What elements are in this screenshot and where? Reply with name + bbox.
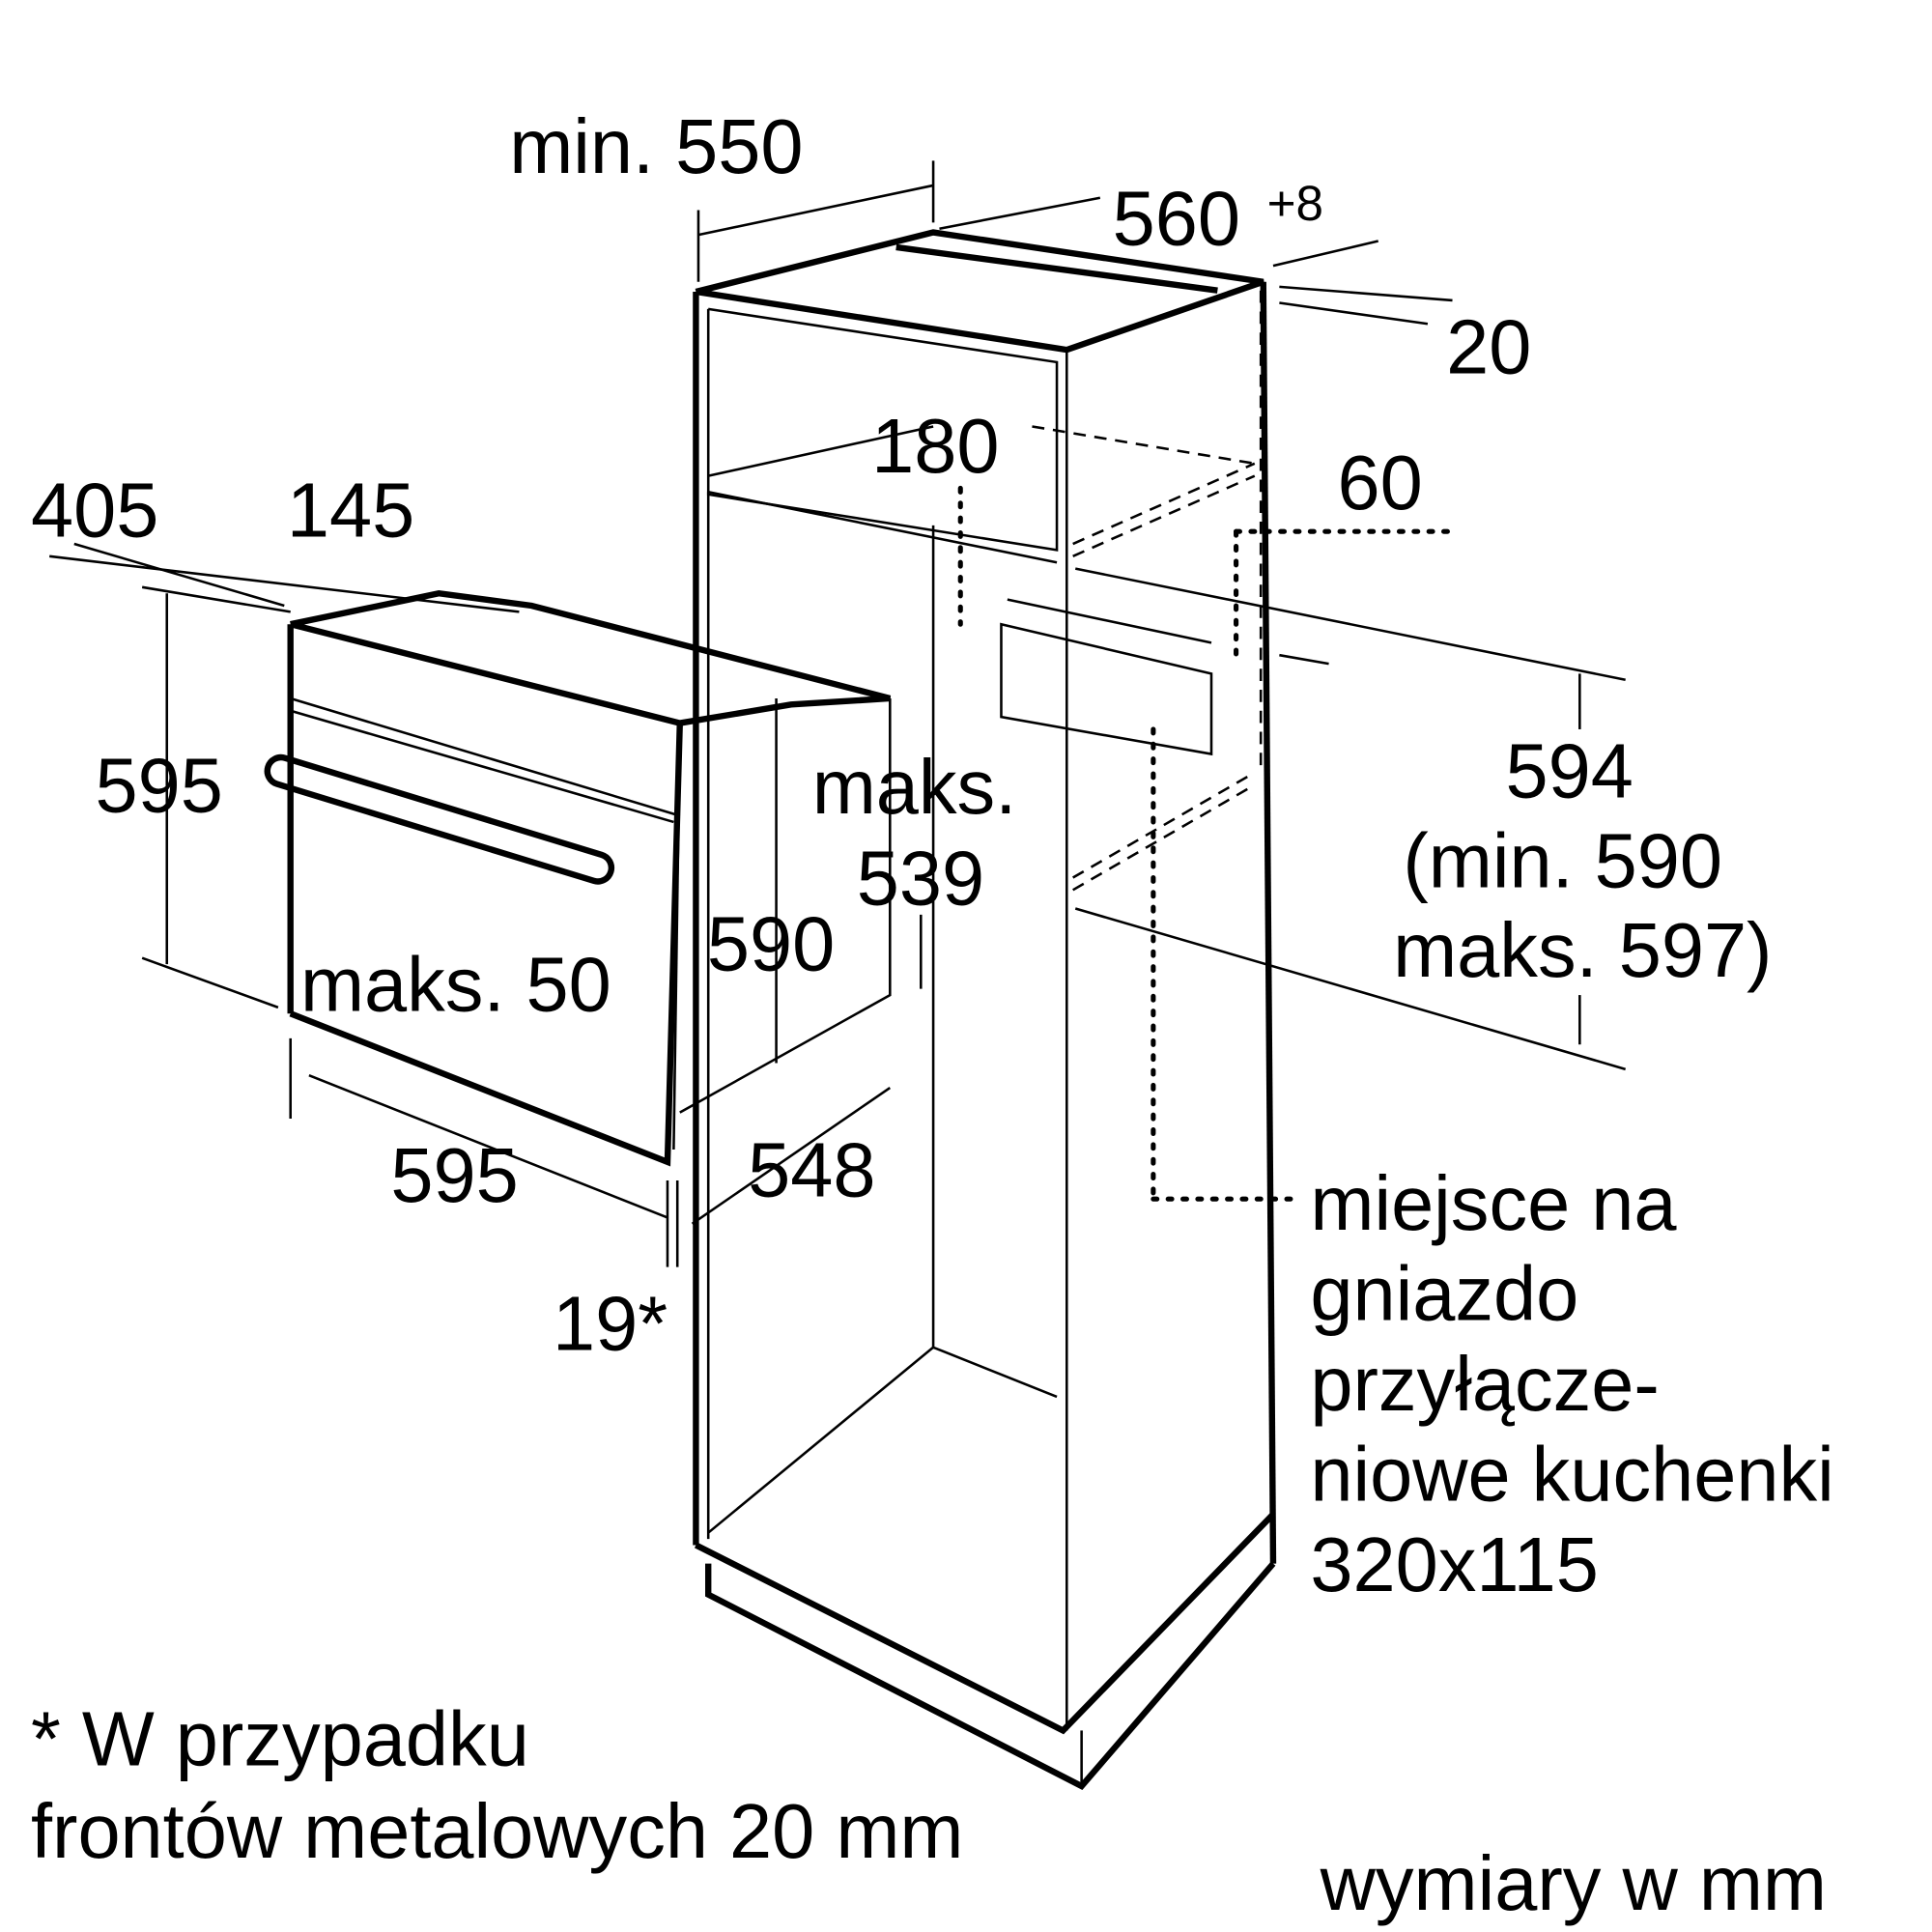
dim-60: 60 xyxy=(1338,440,1423,526)
dim-594-min: (min. 590 xyxy=(1403,818,1722,904)
cabinet xyxy=(693,229,1277,1791)
dim-595-height: 595 xyxy=(96,743,223,829)
dim-560-tolerance: +8 xyxy=(1267,176,1323,231)
socket-note-line: przyłącze- xyxy=(1310,1341,1659,1427)
dim-594: 594 xyxy=(1506,727,1634,813)
units-note: wymiary w mm xyxy=(1320,1840,1827,1926)
oven xyxy=(264,589,892,1167)
footnote-line-1: * W przypadku xyxy=(31,1695,529,1781)
dim-145: 145 xyxy=(287,467,414,553)
footnote-line-2: frontów metalowych 20 mm xyxy=(31,1788,964,1874)
dim-539: 539 xyxy=(857,836,984,922)
socket-note-line: niowe kuchenki xyxy=(1310,1431,1833,1517)
socket-note-line: 320x115 xyxy=(1310,1521,1599,1607)
dim-min-550: min. 550 xyxy=(509,103,803,189)
dim-180: 180 xyxy=(871,403,999,489)
dim-maks-50: maks. 50 xyxy=(300,942,611,1028)
socket-note-line: miejsce na xyxy=(1310,1160,1677,1246)
dim-405: 405 xyxy=(31,467,158,553)
socket-note: miejsce na gniazdo przyłącze- niowe kuch… xyxy=(1310,1160,1833,1607)
dim-560: 560 xyxy=(1113,175,1240,261)
dim-595-width: 595 xyxy=(390,1132,518,1218)
dimension-lines xyxy=(49,160,1627,1267)
dim-19: 19* xyxy=(553,1280,668,1366)
dim-20: 20 xyxy=(1446,303,1531,389)
socket-note-line: gniazdo xyxy=(1310,1251,1578,1337)
dim-590: 590 xyxy=(707,900,835,986)
dim-maks-label: maks. xyxy=(812,744,1017,830)
oven-handle xyxy=(264,753,615,885)
dim-594-max: maks. 597) xyxy=(1393,907,1772,993)
dim-548: 548 xyxy=(748,1127,875,1213)
